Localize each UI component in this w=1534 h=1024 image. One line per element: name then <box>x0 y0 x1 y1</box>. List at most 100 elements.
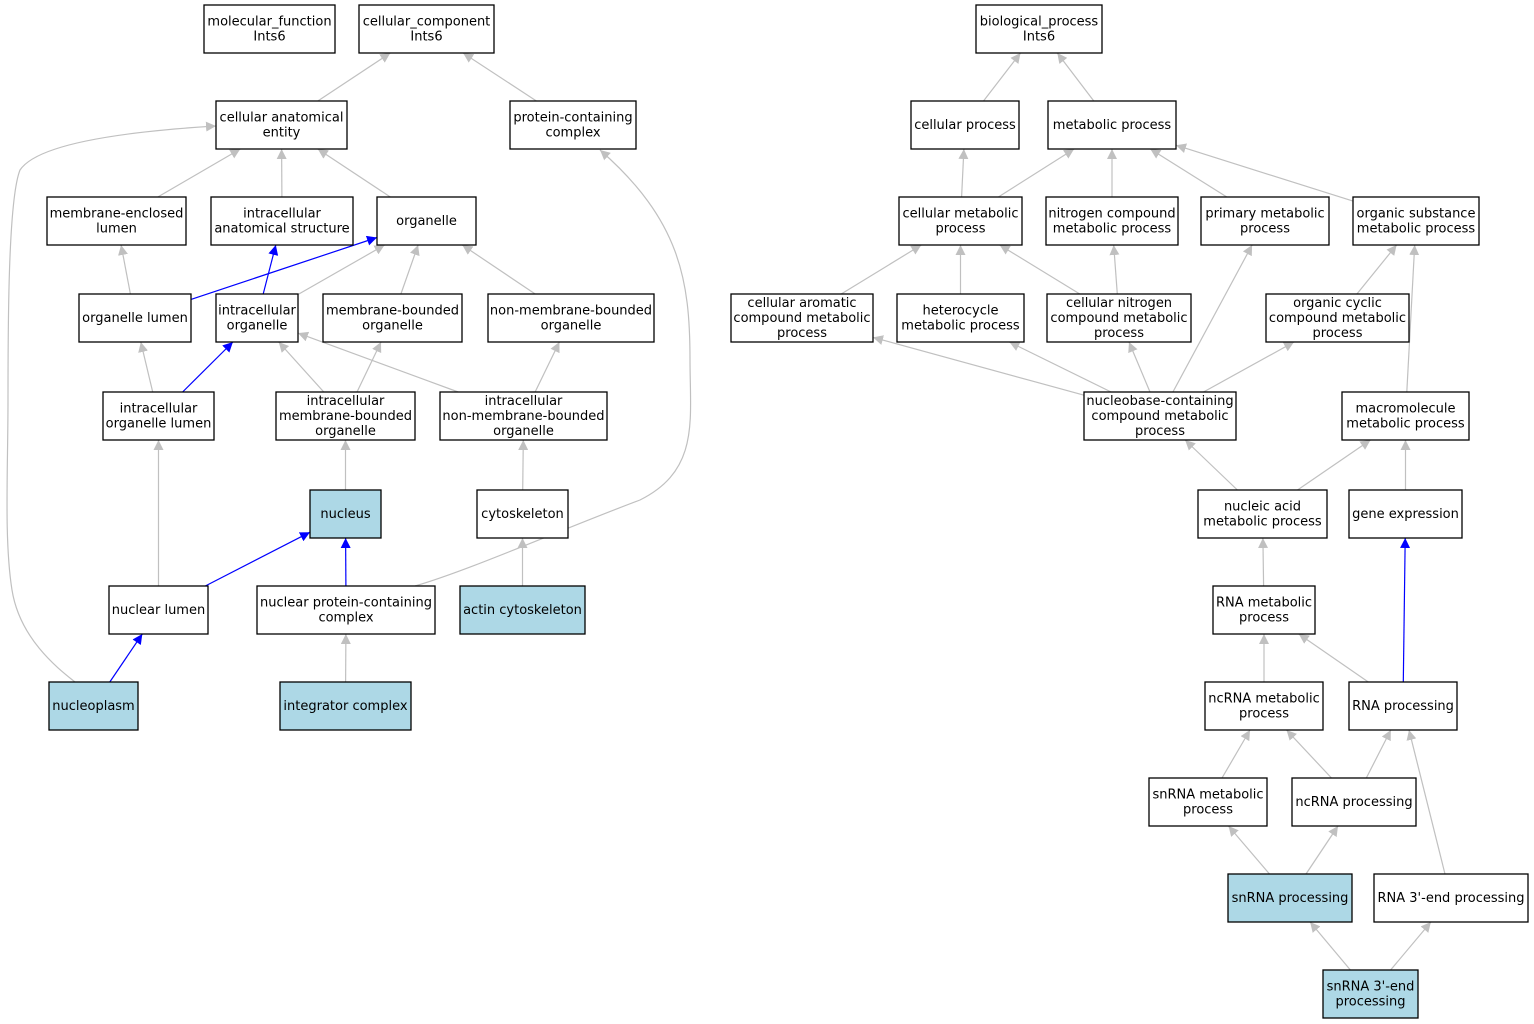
node-box <box>509 100 637 150</box>
node-label-line: membrane-bounded <box>326 304 459 319</box>
edge-ncrp-to-rp <box>1365 729 1392 779</box>
edge-rmp-to-namp <box>1258 537 1269 587</box>
node-ge[interactable]: gene expression <box>1348 489 1463 539</box>
node-box <box>476 489 569 539</box>
edge-cmp-to-cp <box>958 148 969 198</box>
edge-pmp-to-mp <box>1149 148 1228 198</box>
node-actin[interactable]: actin cytoskeleton <box>459 585 586 635</box>
edge-iol-to-io <box>182 341 234 393</box>
edge-mmp-to-osmp <box>1406 244 1420 393</box>
node-label-line: macromolecule <box>1355 402 1455 417</box>
node-label-line: organelle <box>315 424 376 439</box>
node-inmbo[interactable]: intracellularnon-membrane-boundedorganel… <box>439 391 608 441</box>
edge-osmp-to-mp <box>1175 143 1354 202</box>
node-orgl[interactable]: organelle lumen <box>78 293 192 343</box>
node-label-line: Ints6 <box>1023 30 1055 45</box>
node-box <box>78 293 192 343</box>
edge-iol-to-orgl <box>138 341 154 393</box>
node-label-line: metabolic process <box>901 319 1020 334</box>
node-box <box>1148 777 1268 827</box>
node-intc[interactable]: integrator complex <box>279 681 412 731</box>
edge-mel-to-cae <box>157 148 241 198</box>
node-label-line: cellular_component <box>363 15 491 30</box>
node-cp[interactable]: cellular process <box>910 100 1020 150</box>
node-label-line: nucleus <box>320 507 370 522</box>
edge-nbcmp-to-cacmp <box>872 335 1085 396</box>
edge-nucleoplasm-to-nl <box>109 633 143 683</box>
node-label-line: process <box>1135 424 1185 439</box>
node-ncrp[interactable]: ncRNA processing <box>1291 777 1417 827</box>
node-mp[interactable]: metabolic process <box>1047 100 1177 150</box>
node-label-line: primary metabolic <box>1205 207 1324 222</box>
node-org[interactable]: organelle <box>376 196 477 246</box>
edge-r3p-to-rp <box>1406 729 1446 875</box>
edge-inmbo-to-nmbo <box>534 341 560 393</box>
node-nucleoplasm[interactable]: nucleoplasm <box>48 681 139 731</box>
node-nucleus[interactable]: nucleus <box>309 489 382 539</box>
node-box <box>108 585 209 635</box>
edge-orgl-to-mel <box>118 244 131 295</box>
node-r3p[interactable]: RNA 3'-end processing <box>1373 873 1529 923</box>
node-box <box>1265 293 1410 343</box>
node-label-line: complex <box>318 611 373 626</box>
node-label-line: non-membrane-bounded <box>490 304 652 319</box>
edge-snp-to-ncrp <box>1305 825 1339 875</box>
node-label-line: heterocycle <box>923 304 999 319</box>
edge-namp-to-mmp <box>1297 439 1371 491</box>
node-label-line: intracellular <box>485 394 563 409</box>
node-label-line: nucleic acid <box>1224 500 1301 515</box>
edge-org-to-cae <box>317 148 391 198</box>
node-rp[interactable]: RNA processing <box>1348 681 1458 731</box>
node-cytosk[interactable]: cytoskeleton <box>476 489 569 539</box>
node-box <box>975 4 1103 54</box>
node-box <box>46 196 187 246</box>
edge-imbo-to-io <box>278 341 325 393</box>
node-label-line: RNA 3'-end processing <box>1378 891 1525 906</box>
node-label-line: anatomical structure <box>214 222 349 237</box>
node-nl[interactable]: nuclear lumen <box>108 585 209 635</box>
edge-sn3p-to-r3p <box>1390 921 1432 971</box>
node-label-line: organelle lumen <box>106 417 212 432</box>
node-snp[interactable]: snRNA processing <box>1227 873 1353 923</box>
node-label-line: nuclear protein-containing <box>260 596 432 611</box>
node-label-line: lumen <box>96 222 137 237</box>
edge-cae-to-cc_root <box>317 52 391 102</box>
node-label-line: organelle <box>362 319 423 334</box>
edge-nbcmp-to-hmp <box>1009 341 1112 393</box>
node-box <box>358 4 495 54</box>
edge-inmbo-to-io <box>297 331 459 393</box>
node-label-line: entity <box>263 126 301 141</box>
node-label-line: metabolic process <box>1203 515 1322 530</box>
node-label-line: complex <box>545 126 600 141</box>
node-box <box>102 391 215 441</box>
edge-cytosk-to-inmbo <box>518 439 529 491</box>
